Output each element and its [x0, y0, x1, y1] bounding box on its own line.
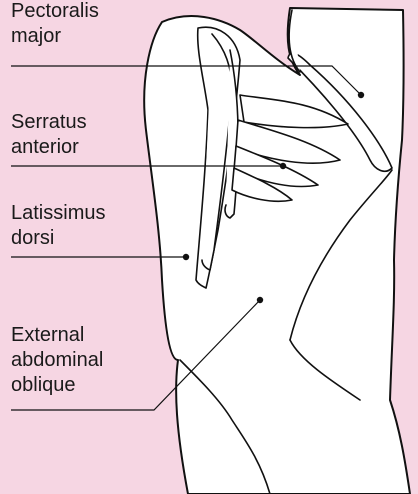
torso-outline: [144, 8, 410, 494]
label-external-abdominal-oblique-line-1: External: [11, 323, 103, 348]
label-pectoralis-major-line-2: major: [11, 24, 99, 49]
label-serratus-anterior-line-2: anterior: [11, 135, 87, 160]
label-external-abdominal-oblique: External abdominal oblique: [11, 323, 103, 398]
label-external-abdominal-oblique-line-2: abdominal: [11, 348, 103, 373]
label-external-abdominal-oblique-line-3: oblique: [11, 373, 103, 398]
dot-pectoralis-major: [358, 92, 364, 98]
label-serratus-anterior: Serratus anterior: [11, 110, 87, 160]
dot-serratus-anterior: [280, 163, 286, 169]
label-pectoralis-major-line-1: Pectoralis: [11, 0, 99, 24]
label-latissimus-dorsi-line-2: dorsi: [11, 226, 105, 251]
label-serratus-anterior-line-1: Serratus: [11, 110, 87, 135]
dot-latissimus-dorsi: [183, 254, 189, 260]
label-latissimus-dorsi: Latissimus dorsi: [11, 201, 105, 251]
label-pectoralis-major: Pectoralis major: [11, 0, 99, 49]
label-latissimus-dorsi-line-1: Latissimus: [11, 201, 105, 226]
dot-external-abdominal-oblique: [257, 297, 263, 303]
